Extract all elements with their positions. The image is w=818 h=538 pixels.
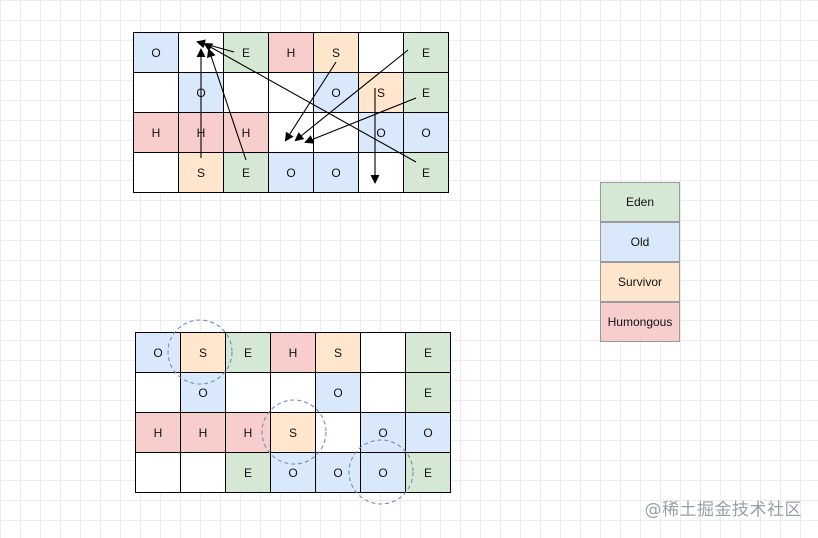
evacuation-arrow [304, 97, 417, 144]
region-empty [313, 112, 359, 153]
watermark: @稀土掘金技术社区 [644, 500, 802, 520]
region-O: O [268, 152, 314, 193]
highlight-circle [167, 319, 233, 385]
region-O: O [313, 152, 359, 193]
region-S: S [180, 332, 226, 373]
relocated-region-highlights [167, 319, 414, 505]
region-H: H [270, 332, 316, 373]
evacuation-arrow [203, 43, 417, 163]
evacuation-arrow [284, 61, 337, 142]
region-empty [358, 152, 404, 193]
region-O: O [315, 372, 361, 413]
region-E: E [405, 332, 451, 373]
region-empty [358, 32, 404, 73]
region-S: S [315, 332, 361, 373]
region-S: S [270, 412, 316, 453]
legend-old: Old [600, 222, 680, 262]
legend-humongous: Humongous [600, 302, 680, 342]
region-empty [270, 372, 316, 413]
region-empty [180, 452, 226, 493]
region-E: E [403, 32, 449, 73]
region-O: O [133, 32, 179, 73]
evacuation-arrow [294, 49, 409, 142]
region-empty [135, 372, 181, 413]
highlight-circle [261, 399, 327, 465]
region-O: O [358, 112, 404, 153]
legend-survivor: Survivor [600, 262, 680, 302]
evacuation-arrow [206, 48, 247, 161]
highlight-circle [348, 439, 414, 505]
legend-eden: Eden [600, 182, 680, 222]
region-O: O [315, 452, 361, 493]
evacuation-arrows [196, 39, 417, 184]
region-O: O [270, 452, 316, 493]
region-E: E [403, 72, 449, 113]
region-H: H [133, 112, 179, 153]
region-O: O [405, 412, 451, 453]
